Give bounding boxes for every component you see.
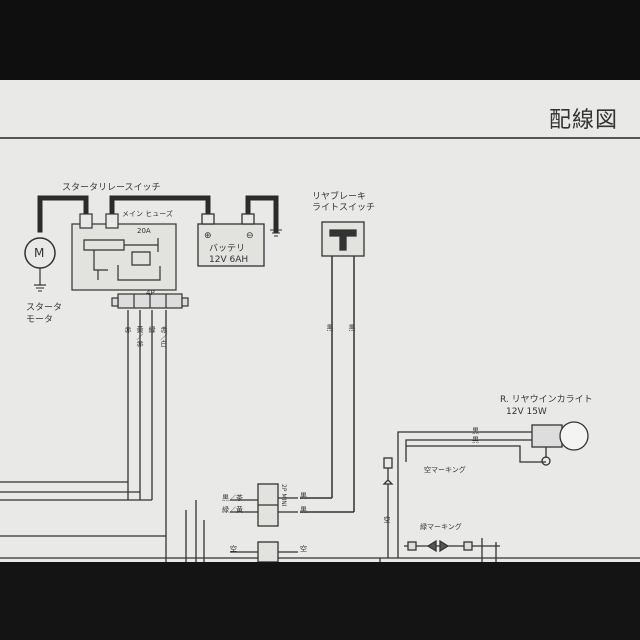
connector-4p-label: 4P [146, 289, 155, 297]
rear-brake-light-switch [321, 221, 365, 257]
battery-to-ground-wire [245, 195, 279, 233]
header-divider [0, 137, 640, 139]
relay-wire-color-yellow-red: 黄／赤 [136, 326, 144, 347]
motor-symbol: M [34, 246, 45, 260]
battery-plus-label: ⊕ [204, 231, 212, 241]
relay-wire-color-green: 緑 [148, 326, 156, 333]
wire-color-sky: 空 [230, 545, 237, 553]
wire-color-black-brown: 黒／茶 [222, 494, 243, 502]
starter-motor-label-line1: スタータ [26, 303, 63, 313]
relay-wire-color-red: 赤 [124, 326, 132, 333]
rear-blinker-light [531, 421, 589, 466]
green-marking-label: 緑マーキング [420, 523, 462, 531]
main-fuse-label: メイン ヒューズ [122, 210, 173, 218]
rear-blinker-name-label: R. リヤウインカライト [500, 395, 593, 405]
rear-brake-switch-label-line1: リヤブレーキ [312, 192, 367, 202]
starter-relay-switch-label: スタータリレースイッチ [62, 183, 161, 193]
wiring-schematic [0, 195, 640, 562]
battery-minus-label: ⊖ [246, 231, 254, 241]
starter-motor [24, 237, 56, 292]
connector-4p [111, 293, 189, 309]
battery-spec-label: 12V 6AH [209, 255, 249, 265]
rear-blinker-spec-label: 12V 15W [506, 407, 547, 417]
wire-color-sky: 空 [300, 545, 307, 553]
connector-2p-mini-label: 2P MINI [280, 484, 287, 507]
connector-2p-mini [257, 483, 279, 527]
sky-marking-label: 空マーキング [424, 466, 466, 474]
wire-color-black: 黒 [472, 436, 479, 444]
wire-color-black: 黒 [326, 324, 334, 331]
wire-color-black: 黒 [472, 427, 479, 435]
wire-color-green-yellow: 緑／黄 [222, 506, 243, 514]
starter-relay-switch [71, 213, 177, 291]
wiring-diagram-page: 配線図 [0, 80, 640, 562]
relay-to-battery-wire [109, 195, 211, 219]
wire-color-black: 黒 [348, 324, 356, 331]
relay-wire-color-red-white: 赤／白 [160, 326, 168, 347]
fuse-rating-label: 20A [137, 227, 151, 235]
page-title: 配線図 [548, 108, 618, 133]
motor-to-relay-wire [37, 195, 89, 233]
battery-name-label: バッテリ [209, 244, 246, 254]
wire-color-black: 黒 [300, 506, 307, 514]
dark-background-bottom [0, 562, 640, 640]
starter-motor-label-line2: モータ [26, 315, 54, 325]
battery [197, 213, 265, 267]
wire-color-sky: 空 [383, 516, 391, 523]
wire-color-black: 黒 [300, 492, 307, 500]
rear-brake-switch-label-line2: ライトスイッチ [312, 203, 376, 213]
